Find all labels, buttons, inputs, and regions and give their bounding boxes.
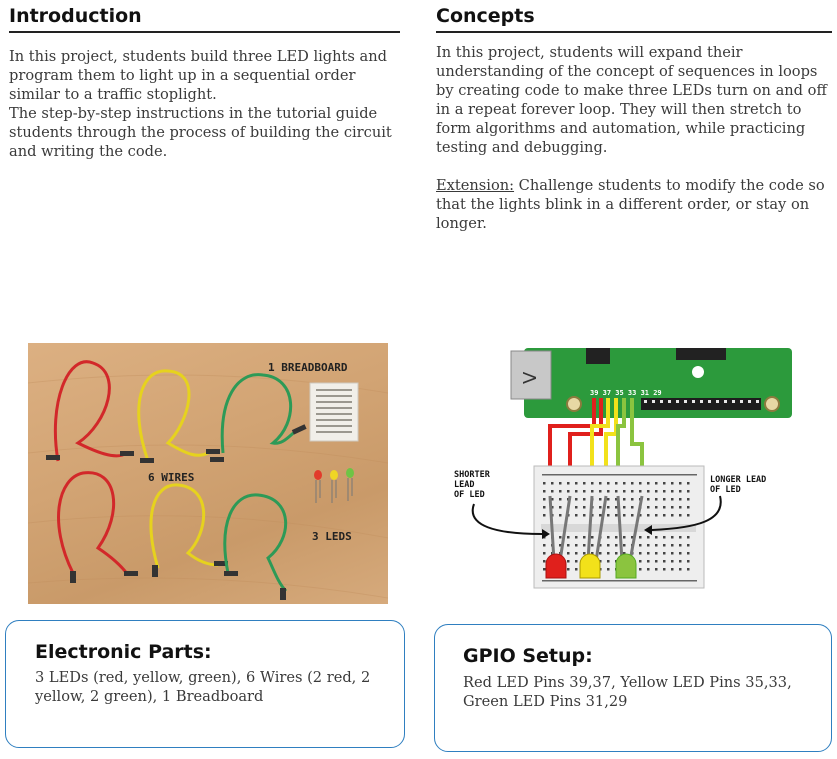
extension-paragraph: Extension: Challenge students to modify … — [436, 176, 832, 233]
gpio-illustration: V 39 37 35 33 31 29 — [454, 348, 792, 589]
shorter-lead-label-3: OF LED — [454, 490, 485, 500]
wires-label: 6 WIRES — [148, 471, 194, 484]
introduction-heading: Introduction — [9, 5, 400, 33]
breadboard-label: 1 BREADBOARD — [268, 361, 348, 374]
shorter-lead-label-1: SHORTER — [454, 470, 491, 480]
gpio-pin-numbers: 39 37 35 33 31 29 — [590, 389, 662, 397]
introduction-paragraph: In this project, students build three LE… — [9, 48, 387, 103]
longer-lead-label-1: LONGER LEAD — [710, 475, 766, 485]
concepts-paragraph: In this project, students will expand th… — [436, 44, 827, 156]
gpio-setup-text: Red LED Pins 39,37, Yellow LED Pins 35,3… — [463, 674, 792, 710]
extension-label: Extension: — [436, 177, 515, 194]
longer-lead-label-2: OF LED — [710, 485, 741, 495]
concepts-heading: Concepts — [436, 5, 832, 33]
extension-text: Challenge students to modify the code so… — [436, 177, 825, 232]
electronic-parts-text: 3 LEDs (red, yellow, green), 6 Wires (2 … — [35, 669, 371, 705]
electronic-parts-title: Electronic Parts: — [35, 641, 212, 663]
parts-illustration: 1 BREADBOARD 6 WIRES 3 LEDS — [28, 360, 388, 600]
svg-text:V: V — [520, 371, 541, 384]
introduction-paragraph-2: The step-by-step instructions in the tut… — [9, 105, 392, 160]
gpio-setup-title: GPIO Setup: — [463, 645, 593, 667]
gpio-setup-card: GPIO Setup: Red LED Pins 39,37, Yellow L… — [434, 624, 832, 752]
leds-label: 3 LEDS — [312, 530, 352, 543]
gpio-wiring-diagram: V 39 37 35 33 31 29 — [446, 346, 796, 596]
shorter-lead-label-2: LEAD — [454, 480, 474, 490]
electronic-parts-card: Electronic Parts: 3 LEDs (red, yellow, g… — [5, 620, 405, 748]
electronic-parts-photo: 1 BREADBOARD 6 WIRES 3 LEDS — [28, 343, 388, 604]
